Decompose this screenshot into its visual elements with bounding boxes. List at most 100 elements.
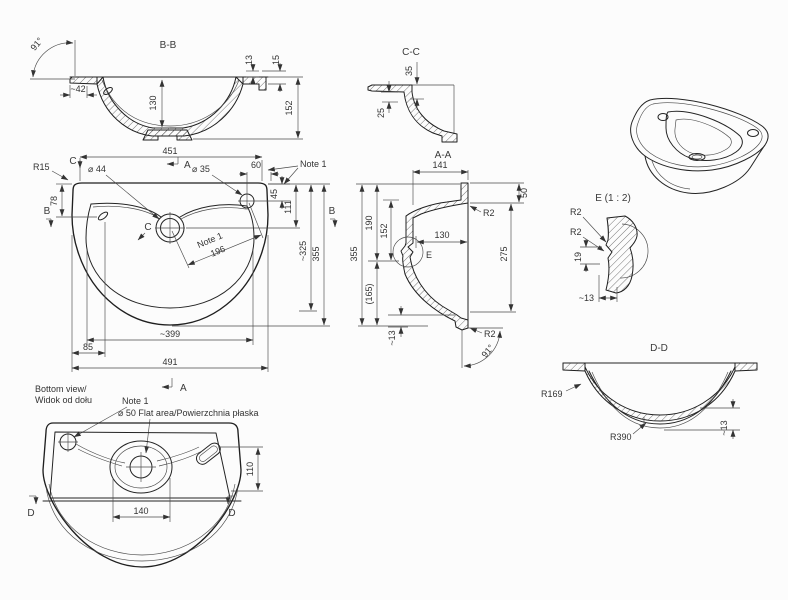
detail-e-title: E (1 : 2) bbox=[595, 193, 631, 204]
plan-inner-bowl bbox=[85, 203, 255, 309]
bb-right-flange bbox=[242, 76, 267, 91]
dd-radius-inner-label: R169 bbox=[541, 389, 563, 399]
detail-e-wall-dim: ~13 bbox=[579, 293, 594, 303]
plan-hole-depth-dim: 45 bbox=[269, 189, 279, 199]
cc-flange-dim: 25 bbox=[376, 108, 386, 118]
bb-overflow-hole bbox=[103, 86, 113, 96]
aa-radius-bot-label: R2 bbox=[484, 329, 496, 339]
plan-inner-width-dim: ~399 bbox=[160, 329, 180, 339]
bb-step1-dim: 13 bbox=[244, 55, 254, 65]
iso-rim-inner bbox=[636, 102, 763, 168]
section-aa-view: A-A 141 50 R2 190 152 355 (165) bbox=[349, 150, 529, 369]
aa-deck-h-dim: 190 bbox=[364, 215, 374, 230]
plan-section-a-top: A bbox=[184, 160, 191, 171]
aa-width-top-dim: 141 bbox=[432, 160, 447, 170]
detail-e-view: E (1 : 2) R2 R2 19 ~13 bbox=[570, 193, 649, 303]
bb-height-dim: 152 bbox=[284, 100, 294, 115]
plan-diag-dim: 196 bbox=[209, 244, 227, 259]
cc-deck-dim: 35 bbox=[404, 66, 414, 76]
aa-detail-circle bbox=[392, 236, 424, 268]
plan-faucet-depth-dim: 111 bbox=[283, 200, 293, 214]
plan-note-top: Note 1 bbox=[300, 159, 327, 169]
plan-section-a-bottom: A bbox=[180, 383, 187, 394]
section-aa-title: A-A bbox=[435, 150, 452, 161]
section-bb-view: B-B 91° ~42 13 15 bbox=[28, 35, 303, 141]
plan-section-b-left: B bbox=[44, 206, 51, 217]
aa-radius-top-label: R2 bbox=[483, 208, 495, 218]
bb-angle-arc bbox=[31, 40, 74, 78]
iso-bowl-inner bbox=[674, 118, 732, 156]
bottom-rim-inner1 bbox=[45, 486, 239, 562]
plan-section-b-right: B bbox=[329, 206, 336, 217]
bottom-width-dim: 140 bbox=[133, 506, 148, 516]
aa-total-h-dim: 355 bbox=[349, 246, 359, 261]
aa-angle-dim: 91° bbox=[479, 342, 496, 359]
plan-corner-radius-label: R15 bbox=[33, 162, 50, 172]
isometric-view bbox=[630, 97, 769, 194]
iso-underside bbox=[644, 144, 766, 194]
bb-depth-dim: 130 bbox=[148, 95, 158, 110]
plan-section-c-top: C bbox=[69, 156, 76, 167]
bottom-section-d-left: D bbox=[27, 508, 34, 519]
section-cc-view: C-C 35 25 bbox=[367, 47, 458, 143]
dd-gap-dim: ~13 bbox=[719, 420, 729, 435]
cc-wall-section bbox=[367, 84, 458, 143]
plan-faucet-dia-label: ⌀ 44 bbox=[88, 164, 106, 174]
dd-radius-outer-label: R390 bbox=[610, 432, 632, 442]
bottom-view: Bottom view/ Widok od dołu Note 1 ⌀ 50 F… bbox=[27, 384, 263, 568]
aa-width-mid-dim: 130 bbox=[434, 230, 449, 240]
iso-right-hole bbox=[747, 129, 759, 137]
detail-e-wall bbox=[605, 215, 638, 294]
plan-width-total-dim: 491 bbox=[162, 357, 177, 367]
plan-overflow-depth-dim: 78 bbox=[49, 196, 59, 206]
plan-hole-offset-dim: 60 bbox=[251, 160, 261, 170]
bottom-height-dim: 110 bbox=[245, 462, 255, 476]
iso-drain bbox=[688, 153, 706, 161]
plan-outline bbox=[71, 182, 269, 326]
aa-foot-dim: ~13 bbox=[387, 330, 397, 345]
detail-e-r-lower: R2 bbox=[570, 227, 582, 237]
bottom-note-label: Note 1 bbox=[122, 396, 149, 406]
section-dd-view: D-D R169 R390 ~13 bbox=[541, 343, 758, 442]
bottom-view-label-en: Bottom view/ bbox=[35, 384, 87, 394]
aa-back-h-dim: 275 bbox=[499, 246, 509, 261]
bottom-section-d-right: D bbox=[228, 508, 235, 519]
aa-bowl-h-dim: 152 bbox=[379, 223, 389, 238]
bottom-overflow-slot bbox=[195, 442, 221, 465]
aa-detail-label: E bbox=[426, 250, 432, 260]
dd-bowl-wall bbox=[584, 366, 736, 422]
iso-faucet-hole bbox=[657, 113, 669, 121]
plan-hole-dia-label: ⌀ 35 bbox=[192, 164, 210, 174]
section-dd-title: D-D bbox=[650, 343, 668, 354]
iso-rim-outer bbox=[630, 97, 769, 172]
plan-overflow bbox=[97, 211, 109, 221]
plan-view: 451 R15 C A ⌀ 44 ⌀ 35 60 Note 1 78 B bbox=[33, 146, 338, 394]
plan-width-top-dim: 451 bbox=[162, 146, 177, 156]
bottom-outline bbox=[42, 422, 242, 568]
bottom-view-label-pl: Widok od dołu bbox=[35, 395, 92, 405]
section-bb-title: B-B bbox=[160, 40, 177, 51]
bottom-flat-note: ⌀ 50 Flat area/Powierzchnia płaska bbox=[118, 408, 259, 418]
plan-total-depth-dim: 355 bbox=[311, 246, 321, 261]
bb-step2-dim: 15 bbox=[271, 55, 281, 65]
iso-bowl-opening bbox=[665, 110, 743, 161]
plan-overflow-x-dim: 85 bbox=[83, 342, 93, 352]
bb-angle-dim: 91° bbox=[28, 35, 45, 52]
dd-shell-outer2 bbox=[591, 371, 729, 429]
bb-drain-boss bbox=[142, 129, 193, 141]
detail-e-notch-dim: 19 bbox=[573, 252, 583, 262]
detail-e-r-upper: R2 bbox=[570, 207, 582, 217]
plan-drain-depth-dim: ~325 bbox=[298, 241, 308, 261]
section-cc-title: C-C bbox=[402, 47, 420, 58]
aa-wall-section bbox=[400, 182, 469, 331]
bottom-drain-boss bbox=[109, 440, 173, 494]
bb-bowl-wall bbox=[96, 76, 244, 137]
bottom-rim-inner2 bbox=[48, 483, 236, 556]
bb-flange-offset-dim: ~42 bbox=[70, 84, 85, 94]
bb-left-flange bbox=[69, 76, 98, 85]
plan-section-c-mid: C bbox=[144, 222, 151, 233]
bb-inner-arc bbox=[101, 79, 240, 127]
aa-bottom-h-dim: (165) bbox=[364, 283, 374, 304]
